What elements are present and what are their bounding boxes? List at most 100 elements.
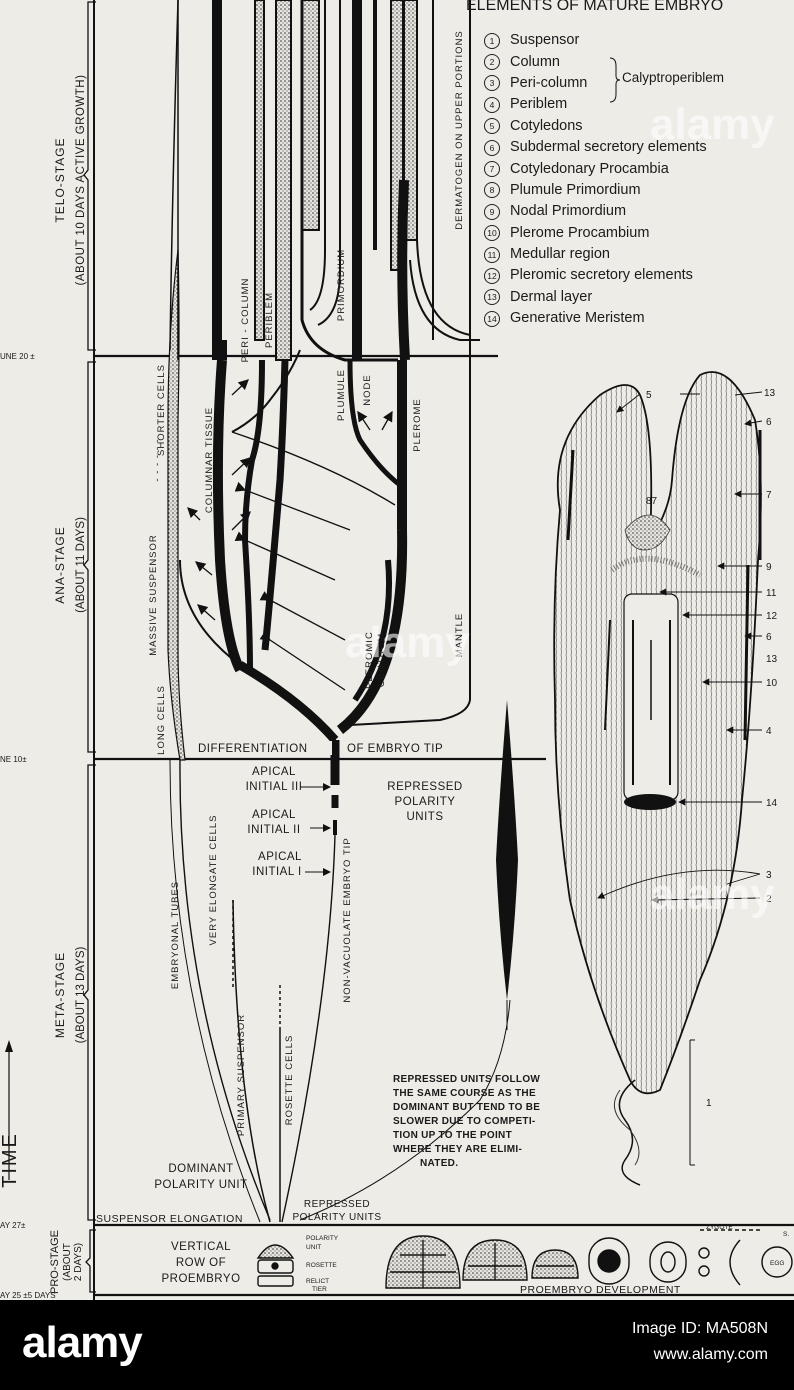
proembryo-row: [256, 1229, 793, 1289]
label-plumule: PLUMULE: [336, 369, 347, 421]
note-line-7: NATED.: [420, 1158, 458, 1169]
label-very-elongate: VERY ELONGATE CELLS: [208, 815, 219, 946]
diagram-plate: ELEMENTS OF MATURE EMBRYO TELO-STAGE (AB…: [0, 0, 794, 1300]
suspensor-stipple: [167, 0, 271, 1223]
alamy-logo: alamy: [22, 1318, 143, 1367]
stage-pro-duration-2: 2 DAYS): [73, 1243, 84, 1281]
embryo-num-13b: 13: [766, 654, 778, 665]
stage-ana-duration: (ABOUT 11 DAYS): [75, 517, 87, 613]
label-proembryo-2: ROW OF: [176, 1257, 226, 1269]
label-mantle: MANTLE: [454, 613, 465, 658]
note-line-2: THE SAME COURSE AS THE: [393, 1088, 536, 1099]
label-dominant-2: POLARITY UNIT: [154, 1179, 247, 1191]
frame: [93, 0, 794, 1300]
legend-number: 3: [484, 75, 500, 92]
legend-label: Cotyledonary Procambia: [510, 160, 669, 177]
label-apical-3a: APICAL: [252, 766, 296, 778]
label-proembryo-1: VERTICAL: [171, 1241, 231, 1253]
label-proembryo-development: PROEMBRYO DEVELOPMENT: [520, 1284, 681, 1296]
legend-label: Medullar region: [510, 246, 610, 263]
label-s: S.: [783, 1231, 789, 1238]
stage-ana-name: ANA-STAGE: [53, 526, 67, 603]
watermark-overlay: alamy: [650, 100, 775, 149]
date-may-27: AY 27±: [0, 1221, 26, 1230]
watermark-footer: alamy Image ID: MA508N www.alamy.com: [0, 1300, 794, 1390]
growth-arrows: [187, 379, 393, 691]
embryo-num-3: 3: [766, 870, 772, 881]
embryo-num-12: 12: [766, 611, 778, 622]
label-egg: EGG: [770, 1260, 784, 1267]
embryo-num-4: 4: [766, 726, 772, 737]
label-of-embryo-tip: OF EMBRYO TIP: [347, 743, 443, 755]
image-id: Image ID: MA508N: [631, 1320, 768, 1337]
legend-number: 8: [484, 182, 500, 199]
legend-brace: [609, 57, 621, 103]
embryo-num-14: 14: [766, 798, 778, 809]
label-periblem: PERIBLEM: [264, 292, 275, 348]
legend-number: 14: [484, 310, 500, 327]
ana-vessels: [179, 349, 408, 835]
label-repressed-bottom-2: POLARITY UNITS: [292, 1212, 381, 1223]
label-apical-1a: APICAL: [258, 851, 302, 863]
label-pu-2: UNIT: [306, 1244, 321, 1251]
label-repressed-2: POLARITY: [395, 796, 456, 808]
label-apical-2b: INITIAL II: [247, 824, 300, 836]
note-line-1: REPRESSED UNITS FOLLOW: [393, 1074, 540, 1085]
legend-brace-label: Calyptroperiblem: [622, 70, 724, 85]
label-dominant-1: DOMINANT: [168, 1163, 233, 1175]
legend-number: 11: [484, 246, 500, 263]
label-shorter-cells: SHORTER CELLS: [156, 364, 167, 456]
embryo-num-7: 7: [766, 490, 772, 501]
label-apical-2a: APICAL: [252, 809, 296, 821]
legend-number: 2: [484, 54, 500, 71]
embryo-development-diagram: [83, 0, 794, 1300]
embryo-leaders: [597, 391, 763, 904]
label-embryonal-tubes: EMBRYONAL TUBES: [170, 881, 181, 989]
label-repressed-3: UNITS: [407, 811, 444, 823]
telo-vessels: [212, 0, 480, 362]
legend-item: 3 Peri-column: [484, 73, 707, 94]
label-massive-suspensor: MASSIVE SUSPENSOR: [148, 534, 159, 656]
date-june-20: UNE 20 ±: [0, 352, 35, 361]
legend-number: 5: [484, 118, 500, 135]
label-long-cells: LONG CELLS: [156, 685, 167, 755]
embryo-num-13a: 13: [764, 388, 776, 399]
label-suspensor-elongation: SUSPENSOR ELONGATION: [96, 1213, 243, 1225]
legend-label: Nodal Primordium: [510, 203, 627, 220]
mature-embryo: [553, 371, 762, 1186]
label-rosette: ROSETTE: [306, 1262, 337, 1269]
embryo-num-11: 11: [766, 588, 777, 599]
label-relict: RELICT: [306, 1278, 329, 1285]
label-tier: TIER: [312, 1286, 327, 1293]
label-peri-column: PERI - COLUMN: [240, 278, 251, 363]
time-axis: TIME: [0, 1040, 21, 1188]
legend-number: 1: [484, 32, 500, 49]
legend-label: Peri-column: [510, 74, 588, 91]
legend-number: 10: [484, 225, 500, 242]
embryo-num-6a: 6: [766, 417, 772, 428]
diagram-labels: ELEMENTS OF MATURE EMBRYO TELO-STAGE (AB…: [0, 0, 789, 1300]
label-proembryo-3: PROEMBRYO: [161, 1273, 240, 1285]
time-label: TIME: [0, 1132, 21, 1188]
label-zygote: ZYGOTE: [706, 1224, 733, 1231]
embryo-num-5: 5: [646, 390, 652, 401]
note-line-6: WHERE THEY ARE ELIMI-: [393, 1144, 522, 1155]
legend-label: Pleromic secretory elements: [510, 267, 693, 284]
legend-label: Generative Meristem: [510, 310, 645, 327]
stage-telo-name: TELO-STAGE: [53, 137, 67, 222]
legend-label: Plumule Primordium: [510, 181, 641, 198]
label-dash: - - - - - -: [152, 438, 163, 481]
legend-label: Column: [510, 53, 560, 70]
note-line-4: SLOWER DUE TO COMPETI-: [393, 1116, 536, 1127]
label-centrum: CENTRUM: [376, 633, 387, 688]
date-may-25: AY 25 ±5 DAYS: [0, 1291, 56, 1300]
legend-number: 4: [484, 96, 500, 113]
label-node: NODE: [362, 374, 373, 405]
